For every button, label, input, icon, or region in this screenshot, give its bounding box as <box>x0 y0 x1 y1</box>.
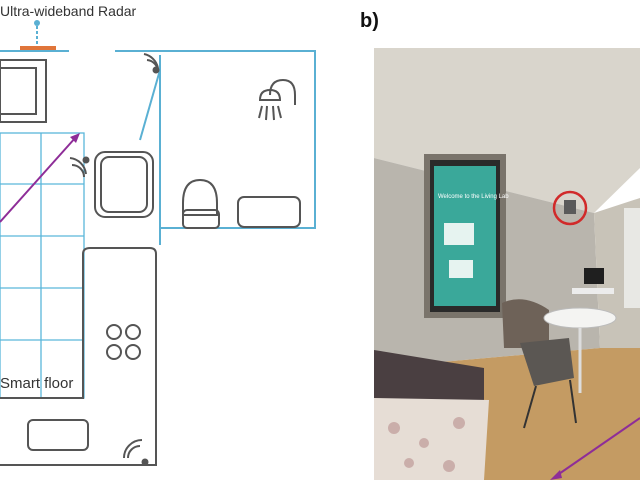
shower-icon <box>258 78 296 121</box>
stove-burner-icon <box>106 324 141 360</box>
bed-pillow <box>0 67 37 115</box>
smart-floor-grid <box>0 132 85 399</box>
toilet-base <box>182 209 220 229</box>
radar-device <box>20 46 56 52</box>
walk-arrow <box>0 136 77 223</box>
smart-floor-label: Smart floor <box>0 375 74 392</box>
photo-walk-arrow <box>555 417 640 477</box>
screen-title: Welcome to the Living Lab <box>438 194 509 200</box>
fridge <box>94 151 154 218</box>
toilet-icon <box>182 178 218 216</box>
bed <box>0 59 47 123</box>
room-photo: Welcome to the Living Lab <box>374 48 640 480</box>
walk-arrow-head <box>70 133 80 143</box>
floor-plan <box>0 20 316 466</box>
radar-label: Ultra-wideband Radar <box>0 3 137 19</box>
wifi-sensor-icon <box>143 53 160 74</box>
radar-marker-circle <box>552 190 588 226</box>
radar-dot <box>34 20 40 26</box>
sink <box>27 419 89 451</box>
wifi-sensor-icon <box>69 156 90 178</box>
counter <box>0 247 157 466</box>
walls <box>0 50 316 245</box>
bathtub-icon <box>237 196 301 228</box>
wifi-sensor-icon <box>123 439 149 466</box>
room-photo-drawing: Welcome to the Living Lab <box>374 48 640 480</box>
photo-walk-arrow-head <box>550 470 562 480</box>
radar-device-photo <box>564 200 576 214</box>
panel-b-label: b) <box>360 10 379 32</box>
fridge-inner <box>100 156 148 213</box>
